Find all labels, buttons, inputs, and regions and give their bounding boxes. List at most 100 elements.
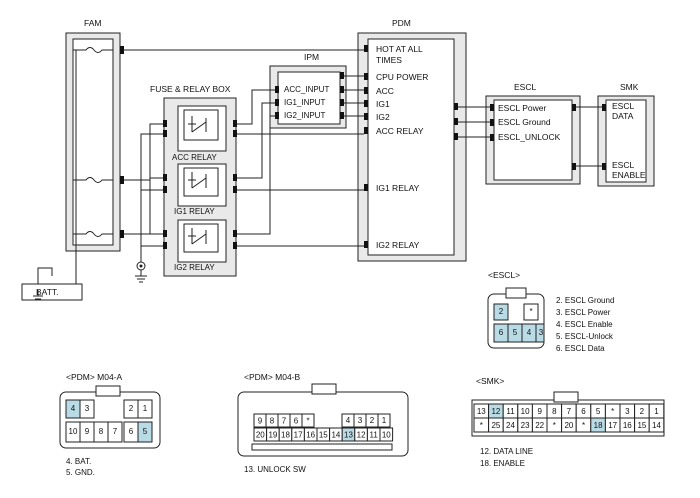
ig2-relay-label: IG2 RELAY [174, 263, 215, 272]
pdm-title: PDM [392, 18, 411, 28]
pdm-pin-cpu: CPU POWER [376, 72, 428, 82]
ground-icon [135, 261, 147, 283]
pdm-b-top-pin: 4 [346, 416, 351, 425]
escl-connector: 2 * 6 5 4 3 [487, 287, 545, 349]
smk-top-pin: 3 [625, 407, 630, 416]
pdm-pin-hot-1: HOT AT ALL [376, 44, 423, 54]
battery-ground-icon [33, 290, 43, 300]
escl-pin-6: 6 [499, 328, 504, 337]
pdm-b-bottom-pin: 19 [268, 431, 277, 440]
pdm-a-legend-1: 4. BAT. [66, 457, 91, 466]
pdm-pin-ig1: IG1 [376, 99, 390, 109]
acc-relay-label: ACC RELAY [172, 153, 217, 162]
smk-bottom-pin: 23 [521, 421, 530, 430]
pdm-b-top-pin: 1 [382, 416, 387, 425]
pdm-pin-ig1-relay: IG1 RELAY [376, 183, 420, 193]
escl-terminals [490, 104, 576, 170]
pdm-b-bottom-pin: 15 [319, 431, 328, 440]
pdm-a-pin-3: 3 [85, 404, 90, 413]
ipm-pin-acc: ACC_INPUT [284, 85, 329, 94]
fuse-relay-box-title: FUSE & RELAY BOX [150, 84, 231, 94]
smk-bottom-pin: 25 [491, 421, 500, 430]
acc-relay: ACC RELAY [172, 105, 227, 162]
fam-fuses [73, 47, 113, 258]
escl-legend-1: 2. ESCL Ground [556, 296, 614, 305]
pdm-a-pin-5: 5 [143, 427, 148, 436]
smk-top-pin: 5 [596, 407, 601, 416]
smk-pin-data-2: DATA [612, 111, 634, 121]
escl-pin-4: 4 [527, 328, 532, 337]
battery-ground-wire [37, 267, 53, 284]
smk-terminals [602, 104, 606, 170]
smk-top-pin: 6 [581, 407, 586, 416]
smk-legend-2: 18. ENABLE [480, 459, 525, 468]
smk-bottom-pin: 17 [608, 421, 617, 430]
escl-pin-unlock: ESCL_UNLOCK [498, 132, 561, 142]
relay-box-terminals [163, 120, 237, 249]
escl-pin-3: 3 [539, 328, 544, 337]
pdm-b-top-pin: 9 [258, 417, 263, 426]
smk-bottom-pin: 22 [535, 421, 544, 430]
pdm-a-legend-2: 5. GND. [66, 468, 95, 477]
smk-bottom-pin: * [480, 421, 483, 430]
pdm-b-bottom-pin: 18 [281, 431, 290, 440]
pdm-pin-acc-relay: ACC RELAY [376, 126, 424, 136]
pdm-b-top-pin: 8 [270, 417, 275, 426]
escl-connector-title: <ESCL> [488, 270, 520, 280]
pdm-a-pin-7: 7 [113, 427, 118, 436]
pdm-a-title: <PDM> M04-A [66, 372, 123, 382]
escl-pin-star: * [529, 307, 532, 316]
pdm-a-pin-1: 1 [143, 404, 148, 413]
smk-bottom-pin: * [582, 421, 585, 430]
pdm-b-bottom-pin: 14 [331, 431, 340, 440]
pdm-a-pin-4: 4 [71, 404, 76, 413]
fam-terminals [120, 46, 124, 238]
pdm-b-bottom-pin: 11 [370, 431, 379, 440]
ipm-terminals [275, 72, 344, 119]
escl-legend-3: 4. ESCL Enable [556, 320, 613, 329]
ipm-inner [277, 71, 341, 125]
pdm-pin-acc: ACC [376, 86, 394, 96]
smk-pin-enable-1: ESCL [612, 160, 634, 170]
smk-bottom-cell [648, 417, 665, 433]
smk-top-pin: 13 [477, 407, 486, 416]
smk-top-pin: 7 [567, 407, 572, 416]
pdm-b-top-pin: 3 [358, 416, 363, 425]
smk-connector-title: <SMK> [476, 376, 504, 386]
smk-top-pin: 9 [537, 407, 542, 416]
escl-pin-2: 2 [499, 307, 504, 316]
ig1-relay: IG1 RELAY [174, 163, 227, 216]
pdm-pin-ig2: IG2 [376, 112, 390, 122]
pdm-b-bottom-pin: 17 [294, 431, 303, 440]
smk-top-pin: 2 [640, 407, 645, 416]
escl-legend-5: 6. ESCL Data [556, 344, 605, 353]
pdm-b-bottom-pin: 10 [382, 431, 391, 440]
pdm-b-bottom-pin: 13 [344, 431, 353, 440]
pdm-b-bottom-pin: 16 [306, 431, 315, 440]
pdm-a-pin-6: 6 [129, 427, 134, 436]
fam-title: FAM [84, 18, 101, 28]
smk-bottom-pin: 18 [594, 421, 603, 430]
pdm-b-title: <PDM> M04-B [244, 372, 301, 382]
fam-inner [72, 38, 114, 246]
escl-pin-power: ESCL Power [498, 103, 547, 113]
escl-title: ESCL [514, 82, 536, 92]
smk-title: SMK [620, 82, 639, 92]
pdm-pin-hot-2: TIMES [376, 55, 402, 65]
pdm-b-bottom-pin: 20 [256, 431, 265, 440]
ig1-relay-label: IG1 RELAY [174, 207, 215, 216]
smk-bottom-pin: 16 [623, 421, 632, 430]
pdm-inner [367, 38, 455, 256]
smk-bottom-pin: 14 [652, 421, 661, 430]
smk-bottom-pin: 24 [506, 421, 515, 430]
smk-top-pin: 11 [506, 407, 515, 416]
pdm-b-bottom-pin: 12 [357, 431, 366, 440]
pdm-b-top-pin: 2 [370, 416, 375, 425]
pdm-b-bottom-cell [379, 427, 394, 442]
